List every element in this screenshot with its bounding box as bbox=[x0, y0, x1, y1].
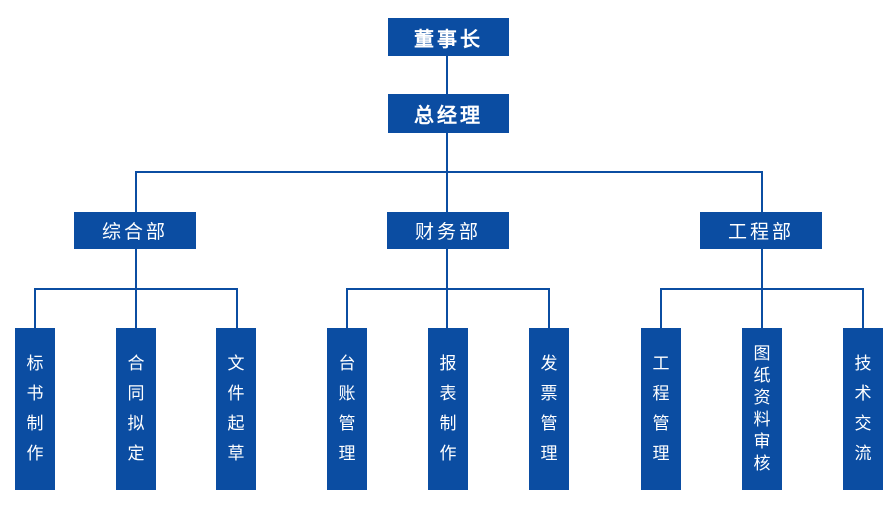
task-node: 工程管理 bbox=[641, 328, 681, 490]
task-node: 合同拟定 bbox=[116, 328, 156, 490]
connector-task-2-1 bbox=[761, 288, 763, 328]
gm-node: 总经理 bbox=[388, 94, 509, 133]
connector-chairman-gm bbox=[446, 56, 448, 94]
task-node: 文件起草 bbox=[216, 328, 256, 490]
task-node: 报表制作 bbox=[428, 328, 468, 490]
connector-task-1-1 bbox=[446, 288, 448, 328]
dept-node-engineering: 工程部 bbox=[700, 212, 822, 249]
connector-dept-1 bbox=[446, 171, 448, 212]
connector-gm-trunk bbox=[446, 133, 448, 171]
connector-dept-2-down bbox=[761, 249, 763, 289]
connector-dept-1-bar bbox=[346, 288, 550, 290]
dept-node-finance: 财务部 bbox=[387, 212, 509, 249]
chairman-node: 董事长 bbox=[388, 18, 509, 56]
connector-task-0-2 bbox=[236, 288, 238, 328]
connector-dept-bar bbox=[135, 171, 763, 173]
task-node: 发票管理 bbox=[529, 328, 569, 490]
connector-task-1-2 bbox=[548, 288, 550, 328]
connector-dept-0 bbox=[135, 171, 137, 212]
task-node: 技术交流 bbox=[843, 328, 883, 490]
connector-task-0-0 bbox=[34, 288, 36, 328]
connector-dept-1-down bbox=[446, 249, 448, 289]
task-node: 标书制作 bbox=[15, 328, 55, 490]
connector-task-2-2 bbox=[862, 288, 864, 328]
connector-dept-2 bbox=[761, 171, 763, 212]
connector-task-0-1 bbox=[135, 288, 137, 328]
dept-node-general: 综合部 bbox=[74, 212, 196, 249]
connector-task-1-0 bbox=[346, 288, 348, 328]
connector-task-2-0 bbox=[660, 288, 662, 328]
task-node: 台账管理 bbox=[327, 328, 367, 490]
task-node: 图纸资料审核 bbox=[742, 328, 782, 490]
connector-dept-0-down bbox=[135, 249, 137, 289]
